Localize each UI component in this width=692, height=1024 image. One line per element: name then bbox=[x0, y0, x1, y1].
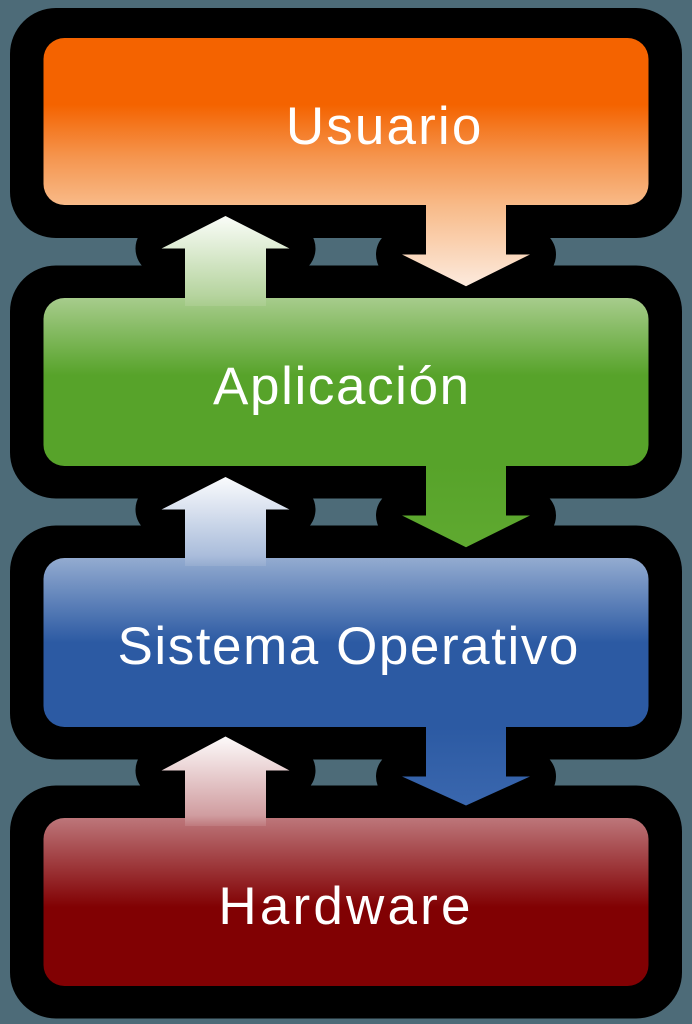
svg-text:Aplicación: Aplicación bbox=[213, 357, 469, 416]
svg-text:Sistema Operativo: Sistema Operativo bbox=[117, 617, 578, 676]
svg-text:Usuario: Usuario bbox=[286, 97, 481, 156]
